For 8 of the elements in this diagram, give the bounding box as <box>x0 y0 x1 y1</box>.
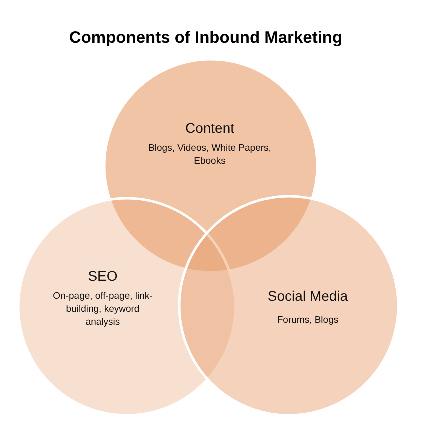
circle-heading: SEO <box>88 267 118 285</box>
diagram-title: Components of Inbound Marketing <box>68 28 344 49</box>
circle-description: Blogs, Videos, White Papers, Ebooks <box>148 142 272 168</box>
circle-description: On-page, off-page, link-building, keyword analysis <box>52 290 154 329</box>
circle-description: Forums, Blogs <box>277 314 339 327</box>
circle-heading: Social Media <box>268 287 348 305</box>
circle-heading: Content <box>185 119 235 137</box>
venn-circle <box>178 195 400 417</box>
